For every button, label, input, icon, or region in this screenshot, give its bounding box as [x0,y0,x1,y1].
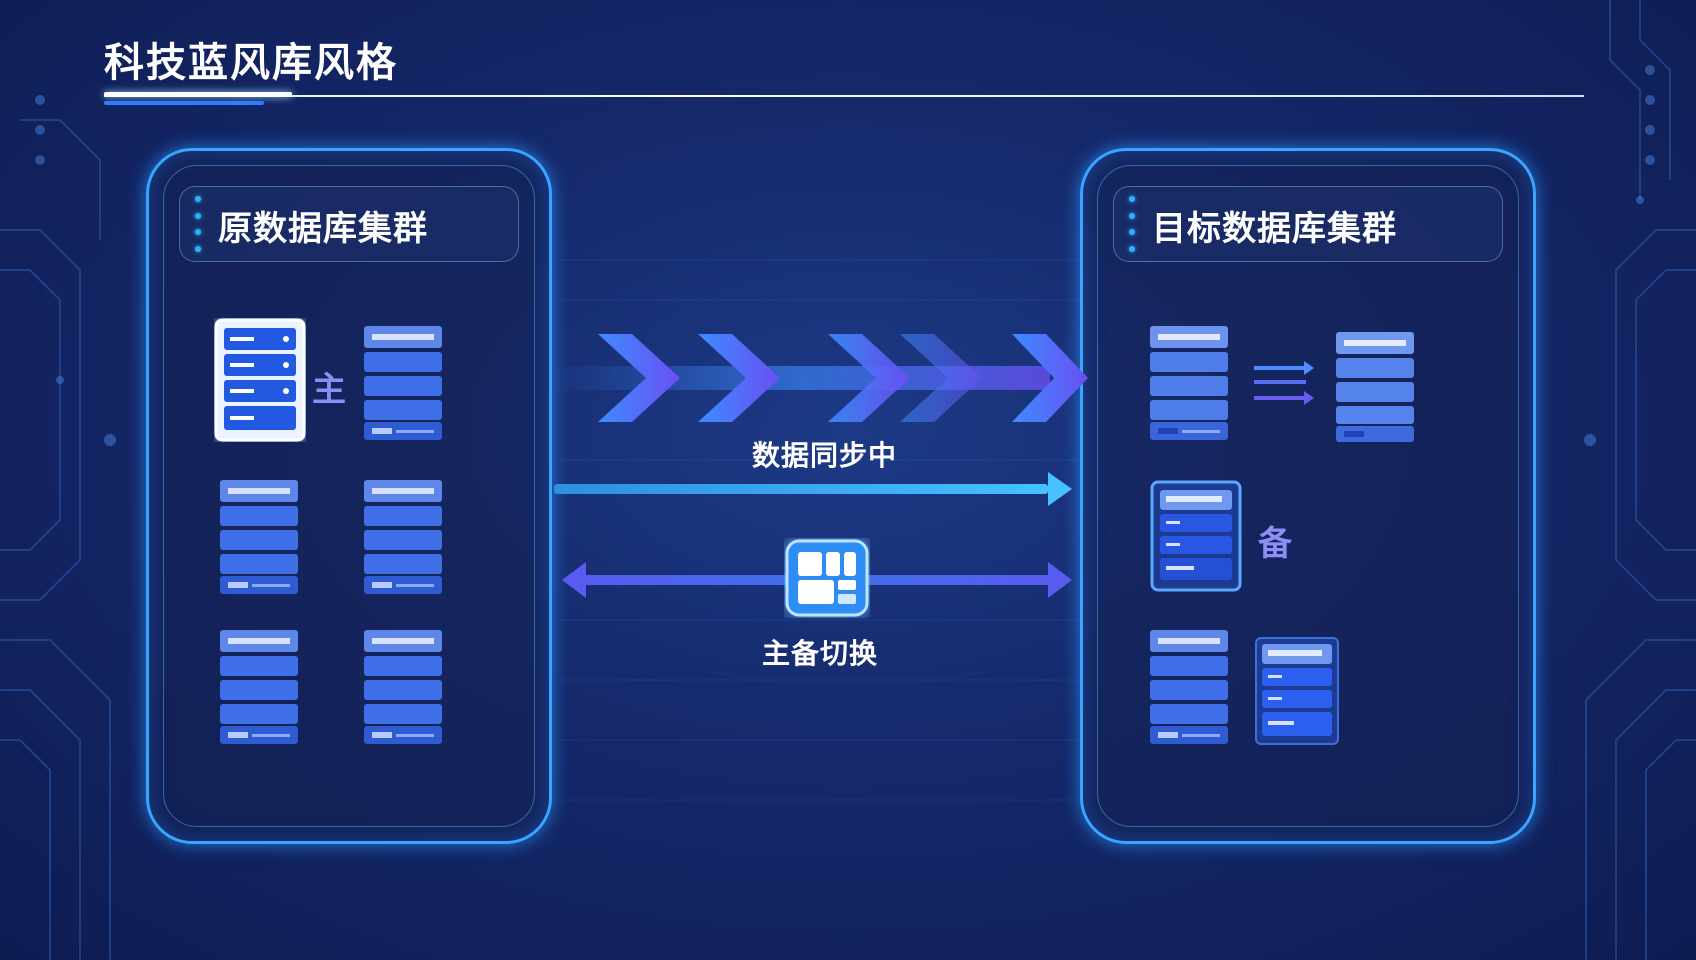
server-icon[interactable] [364,480,442,594]
server-icon[interactable] [1336,332,1414,442]
server-icon[interactable] [1150,326,1228,440]
server-active-icon[interactable] [1254,636,1340,746]
sync-label: 数据同步中 [752,439,898,472]
title-underline-blue [104,101,264,105]
page-title: 科技蓝风库风格 [104,40,398,86]
source-cluster-title: 原数据库集群 [218,209,428,249]
center-grid-decoration [578,150,1062,880]
circuit-lines-right [1585,0,1696,960]
server-icon[interactable] [1150,630,1228,744]
server-icon[interactable] [364,326,442,440]
server-standby-icon[interactable] [1150,480,1242,592]
server-icon[interactable] [364,630,442,744]
target-cluster-header: 目标数据库集群 [1113,186,1503,262]
server-primary-highlighted-icon[interactable] [214,318,306,442]
server-icon[interactable] [220,480,298,594]
long-arrow-right-icon [554,472,1072,506]
title-underline-accent [104,92,292,97]
server-icon[interactable] [220,630,298,744]
header-dots-icon [194,196,202,252]
chevron-arrows-icon [550,334,1088,422]
switch-label: 主备切换 [762,637,879,670]
replication-arrows-icon [1254,361,1314,405]
source-cluster-panel: 原数据库集群 [146,148,552,844]
primary-tag: 主 [312,370,346,410]
header-dots-icon [1128,196,1136,252]
switch-dashboard-icon[interactable] [784,538,870,618]
title-divider [104,95,1584,97]
circuit-lines-left [0,119,111,960]
standby-tag: 备 [1258,524,1292,564]
target-cluster-title: 目标数据库集群 [1152,209,1397,249]
source-cluster-header: 原数据库集群 [179,186,519,262]
